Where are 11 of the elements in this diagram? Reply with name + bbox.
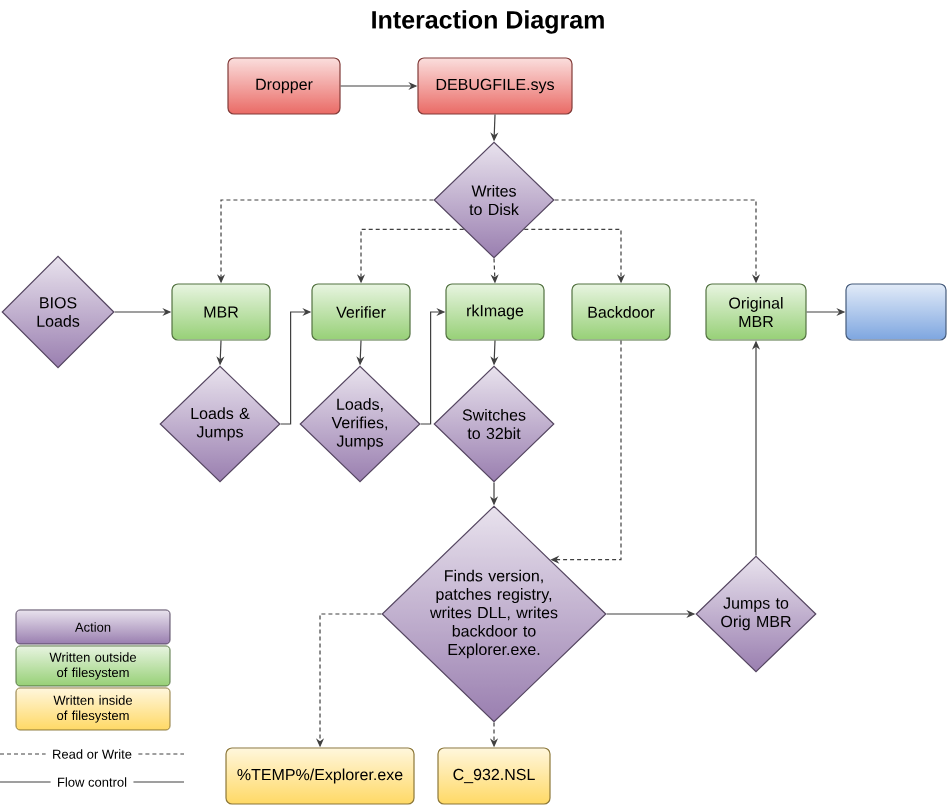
process-box: Backdoor — [571, 283, 671, 341]
process-box: %TEMP%/Explorer.exe — [225, 747, 415, 805]
title: Interaction Diagram — [372, 10, 604, 34]
process-box: C_932.NSL — [437, 747, 551, 805]
process-box — [845, 283, 947, 341]
process-box: Dropper — [227, 57, 341, 115]
process-box: rkImage — [445, 283, 545, 341]
process-box: Original MBR — [705, 283, 807, 341]
process-box: Verifier — [311, 283, 411, 341]
process-box: DEBUGFILE.sys — [417, 57, 573, 115]
process-box: MBR — [171, 283, 271, 341]
